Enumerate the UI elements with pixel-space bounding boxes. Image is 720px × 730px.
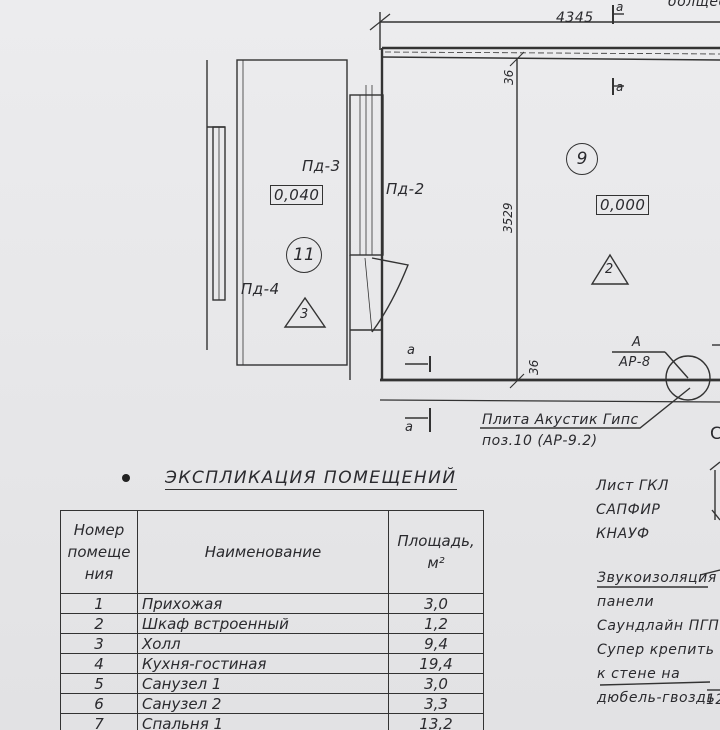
room-11-level: 0,040 — [270, 185, 324, 205]
gkl-note-line1: Лист ГКЛ — [596, 478, 669, 494]
gkl-note: Лист ГКЛ САПФИР КНАУФ — [596, 474, 669, 546]
door-pd4-label: Пд-4 — [241, 280, 280, 298]
sound-note-line5: к стене на — [597, 666, 681, 682]
gkl-note-line3: КНАУФ — [596, 526, 650, 542]
header-area-line1: Площадь, — [397, 532, 475, 550]
room-9-level: 0,000 — [596, 195, 650, 215]
gkl-note-line2: САПФИР — [596, 502, 661, 518]
row-name: Кухня-гостиная — [137, 653, 389, 674]
section-mark-a-room: а — [616, 80, 624, 94]
dimension-wall-top: 36 — [502, 69, 516, 85]
section-mark-a-top: а — [616, 0, 624, 14]
header-number-line2: помеще — [67, 543, 131, 561]
row-name: Прихожая — [137, 593, 389, 614]
explication-title: ЭКСПЛИКАЦИЯ ПОМЕЩЕНИЙ — [165, 468, 457, 490]
section-mark-a-bottom: а — [405, 420, 414, 435]
sound-note-line4: Супер крепить — [597, 642, 715, 658]
row-number: 6 — [60, 693, 138, 714]
cut-number: 12 — [706, 692, 720, 708]
header-name: Наименование — [137, 510, 389, 594]
door-pd3-label: Пд-3 — [302, 157, 341, 175]
row-area: 3,0 — [388, 673, 484, 694]
row-number: 4 — [60, 653, 138, 674]
door-pd2-label: Пд-2 — [386, 180, 425, 198]
row-number: 1 — [60, 593, 138, 614]
row-name: Спальня 1 — [137, 713, 389, 730]
section-sheet-ar8: АР-8 — [619, 355, 651, 370]
dimension-left-height: 3529 — [501, 202, 515, 233]
top-right-cut-text: болщее — [668, 0, 720, 10]
dimension-wall-bottom: 36 — [527, 359, 541, 375]
plate-leader-line1: Плита Акустик Гипс — [482, 412, 639, 428]
sound-note: Звукоизоляция панели Саундлайн ПГП Супер… — [597, 566, 719, 710]
row-name: Холл — [137, 633, 389, 654]
sound-note-line6: дюбель-гвоздь — [597, 690, 716, 706]
header-number-line1: Номер — [73, 521, 125, 539]
header-area: Площадь, м² — [388, 510, 484, 594]
room-9-marker: 2 — [605, 262, 614, 277]
row-area: 1,2 — [388, 613, 484, 634]
row-number: 2 — [60, 613, 138, 634]
row-number: 5 — [60, 673, 138, 694]
row-area: 19,4 — [388, 653, 484, 674]
explication-table: Номер помеще ния Наименование Площадь, м… — [60, 510, 484, 730]
row-name: Шкаф встроенный — [137, 613, 389, 634]
plate-leader-line2: поз.10 (АР-9.2) — [482, 433, 598, 449]
sound-note-line3: Саундлайн ПГП — [597, 618, 720, 634]
row-number: 7 — [60, 713, 138, 730]
room-11-marker: 3 — [300, 307, 309, 322]
row-area: 3,3 — [388, 693, 484, 714]
room-11-number: 11 — [286, 237, 322, 273]
dimension-top-width: 4345 — [556, 10, 594, 26]
header-number: Номер помеще ния — [60, 510, 138, 594]
sound-note-line2: панели — [597, 594, 655, 610]
row-area: 3,0 — [388, 593, 484, 614]
row-area: 13,2 — [388, 713, 484, 730]
row-name: Санузел 1 — [137, 673, 389, 694]
sound-note-line1: Звукоизоляция — [597, 570, 717, 586]
header-area-unit: м² — [427, 554, 445, 572]
section-mark-a-left: а — [407, 343, 416, 358]
cut-letter: С — [710, 424, 720, 444]
row-number: 3 — [60, 633, 138, 654]
header-number-line3: ния — [84, 565, 114, 583]
bullet-icon — [122, 474, 130, 482]
row-name: Санузел 2 — [137, 693, 389, 714]
room-9-number: 9 — [566, 143, 598, 175]
section-mark-A: А — [632, 335, 642, 350]
row-area: 9,4 — [388, 633, 484, 654]
